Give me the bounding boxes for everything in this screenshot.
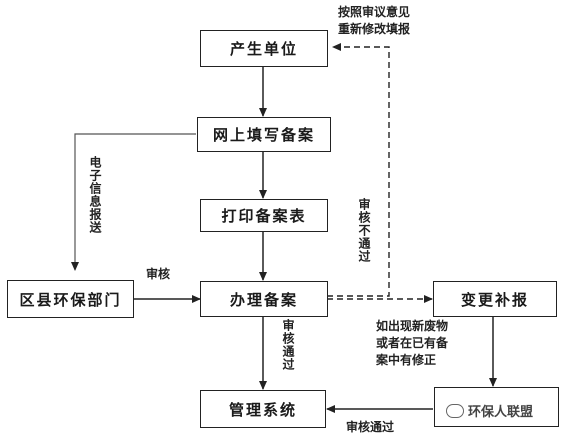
watermark: 环保人联盟	[446, 401, 533, 420]
label-electronic-info: 电子信息报送	[88, 156, 102, 234]
label-resubmit-line1: 按照审议意见	[338, 5, 411, 19]
node-online-fill: 网上填写备案	[197, 117, 331, 152]
label-new-waste-line3: 案中有修正	[376, 353, 437, 367]
label-review-fail: 审核不通过	[357, 198, 371, 263]
label-review-pass-down: 审核通过	[281, 319, 295, 371]
label-new-waste: 如出现新废物 或者在已有备 案中有修正	[376, 318, 448, 369]
node-management-system: 管理系统	[200, 390, 326, 428]
label-review-left: 审核	[146, 267, 171, 281]
arrow-review-fail-feedback	[327, 43, 390, 297]
node-change-report: 变更补报	[433, 281, 557, 317]
node-county-review: 区县环保部门	[434, 387, 559, 427]
label-resubmit: 按照审议意见 重新修改填报	[338, 4, 410, 38]
watermark-text: 环保人联盟	[468, 405, 534, 420]
wechat-icon	[446, 403, 464, 418]
node-county-epb: 区县环保部门	[7, 280, 134, 318]
label-review-pass-bottom: 审核通过	[346, 420, 395, 434]
label-resubmit-line2: 重新修改填报	[338, 22, 411, 36]
node-process-filing: 办理备案	[200, 281, 328, 317]
arrow-electronic-info	[71, 133, 196, 271]
label-new-waste-line2: 或者在已有备	[376, 336, 449, 350]
label-new-waste-line1: 如出现新废物	[376, 319, 449, 333]
node-producer: 产生单位	[200, 30, 328, 67]
node-county-review-label: 区县环保部门	[479, 400, 552, 415]
node-print-form: 打印备案表	[200, 199, 328, 232]
